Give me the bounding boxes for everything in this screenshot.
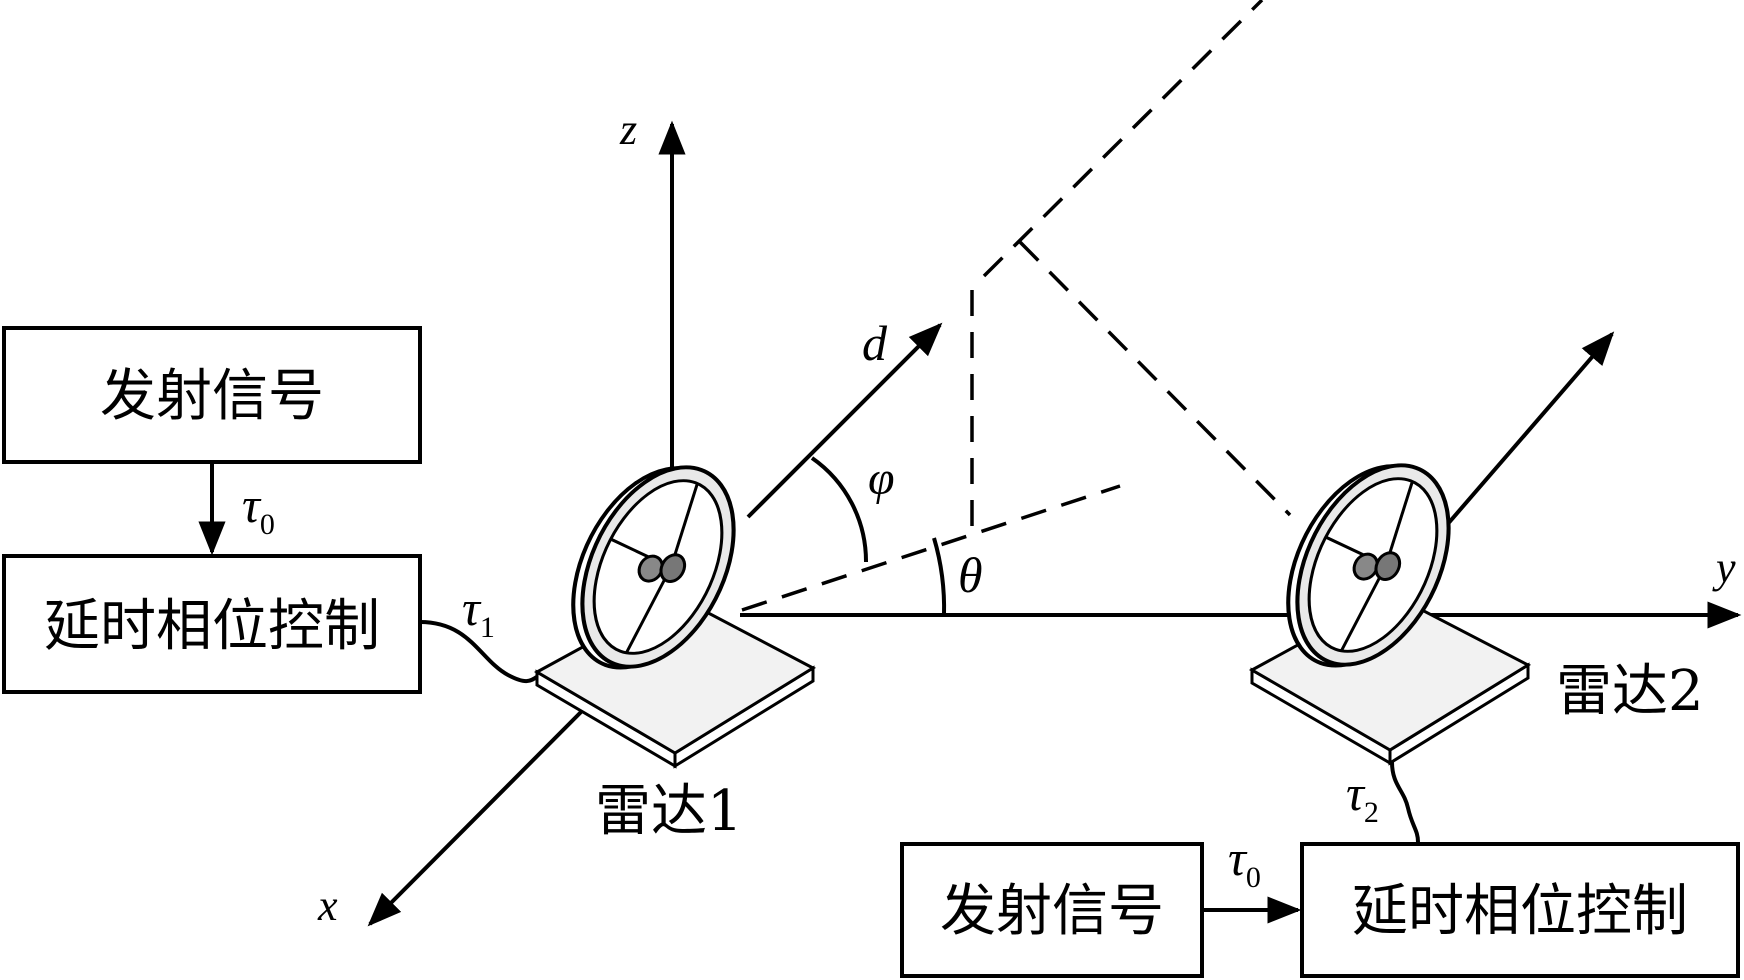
radar2-label: 雷达2 xyxy=(1556,659,1704,724)
left-cable xyxy=(419,620,540,684)
right-signal-label: 发射信号 xyxy=(940,879,1164,944)
x-axis xyxy=(367,706,587,927)
right-signal-block: 发射信号 xyxy=(900,842,1204,978)
theta-label: θ xyxy=(958,547,983,603)
radar2-dash-line xyxy=(1018,240,1292,517)
radar1-antenna xyxy=(533,465,817,769)
radar2-antenna xyxy=(1248,463,1532,766)
x-axis-label: x xyxy=(317,881,338,930)
left-tau0-label: τ0 xyxy=(242,477,275,541)
z-axis-label: z xyxy=(619,105,637,154)
right-cable xyxy=(1390,761,1420,843)
beam-dash-line xyxy=(982,0,1264,278)
phi-label: φ xyxy=(868,452,895,505)
theta-arc xyxy=(932,537,947,616)
right-tau2-label: τ2 xyxy=(1346,765,1379,829)
left-signal-block: 发射信号 xyxy=(2,326,422,464)
radar1-label: 雷达1 xyxy=(595,779,743,844)
projection-dash-line xyxy=(741,484,1121,612)
phi-arc xyxy=(810,456,869,563)
left-control-label: 延时相位控制 xyxy=(44,594,380,659)
right-tau0-label: τ0 xyxy=(1228,830,1261,894)
d-vector-label: d xyxy=(862,315,888,371)
left-control-block: 延时相位控制 xyxy=(2,554,422,694)
left-signal-label: 发射信号 xyxy=(100,364,324,429)
d-vector xyxy=(746,322,943,519)
right-control-label: 延时相位控制 xyxy=(1352,879,1688,944)
right-control-block: 延时相位控制 xyxy=(1300,842,1740,978)
left-tau1-label: τ1 xyxy=(462,580,495,644)
y-axis-label: y xyxy=(1712,543,1736,592)
